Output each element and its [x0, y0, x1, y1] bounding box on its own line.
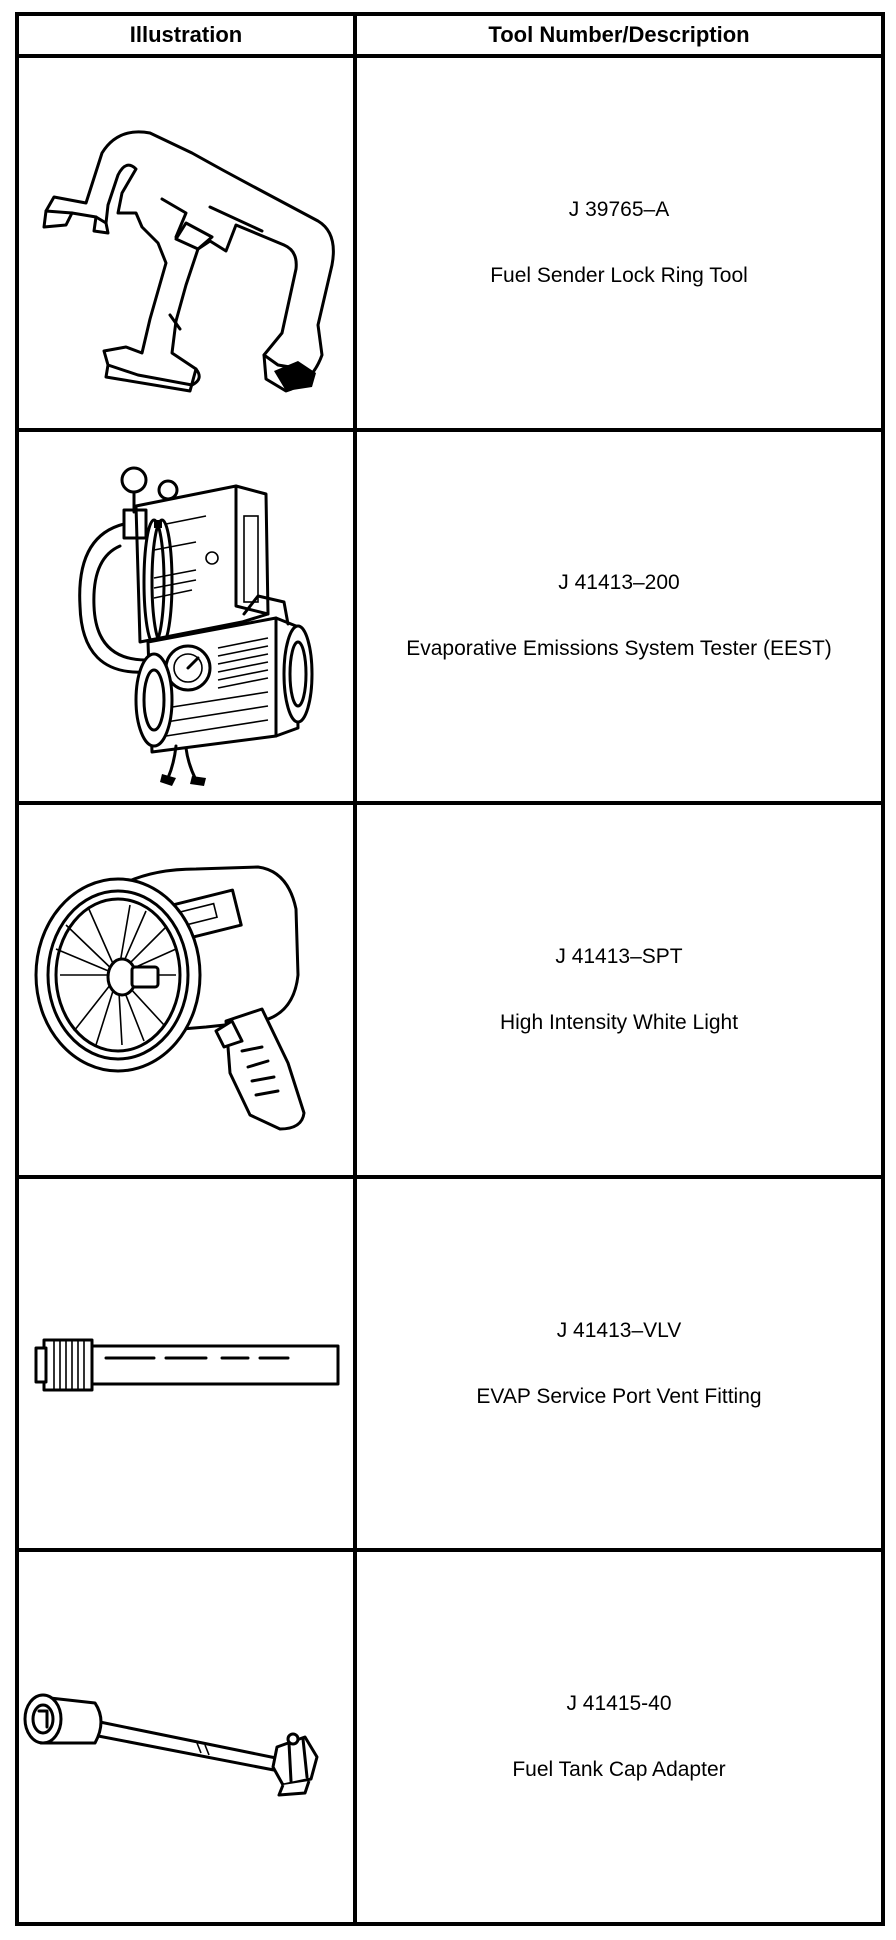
illustration-cell	[15, 1174, 357, 1553]
table-row: J 41415-40 Fuel Tank Cap Adapter	[15, 1548, 885, 1926]
tool-description-cell: J 41413–VLV EVAP Service Port Vent Fitti…	[353, 1174, 885, 1553]
tool-header: Tool Number/Description	[353, 12, 885, 58]
cap-adapter-icon	[23, 1693, 319, 1797]
tool-number: J 41413–SPT	[555, 944, 683, 968]
emissions-tester-icon	[78, 466, 314, 787]
tool-number: J 41415-40	[566, 1692, 672, 1716]
table-row: J 41413–VLV EVAP Service Port Vent Fitti…	[15, 1174, 885, 1553]
tool-description-cell: J 41415-40 Fuel Tank Cap Adapter	[353, 1548, 885, 1926]
tool-description: Fuel Tank Cap Adapter	[512, 1758, 726, 1782]
spotlight-icon	[34, 865, 306, 1131]
illustration-cell	[15, 54, 357, 432]
table-row: J 39765–A Fuel Sender Lock Ring Tool	[15, 54, 885, 432]
illustration-cell	[15, 1548, 357, 1926]
lock-ring-tool-icon	[42, 130, 335, 393]
tool-number: J 41413–VLV	[556, 1318, 682, 1342]
table-row: J 41413–200 Evaporative Emissions System…	[15, 427, 885, 806]
illustration-cell	[15, 801, 357, 1179]
tool-description: High Intensity White Light	[499, 1010, 739, 1034]
tool-description: Evaporative Emissions System Tester (EES…	[406, 637, 832, 661]
table-header-row: Illustration Tool Number/Description	[15, 12, 885, 58]
tool-description-cell: J 41413–200 Evaporative Emissions System…	[353, 427, 885, 806]
tool-description: Fuel Sender Lock Ring Tool	[490, 263, 748, 287]
special-tools-table: Illustration Tool Number/Description	[15, 12, 885, 1926]
tool-description-cell: J 41413–SPT High Intensity White Light	[353, 801, 885, 1179]
tool-number: J 39765–A	[568, 197, 670, 221]
table-row: J 41413–SPT High Intensity White Light	[15, 801, 885, 1179]
illustration-header: Illustration	[15, 12, 357, 58]
vent-fitting-icon	[34, 1338, 340, 1392]
tool-description-cell: J 39765–A Fuel Sender Lock Ring Tool	[353, 54, 885, 432]
tool-description: EVAP Service Port Vent Fitting	[476, 1384, 762, 1408]
tool-number: J 41413–200	[558, 571, 680, 595]
illustration-cell	[15, 427, 357, 806]
